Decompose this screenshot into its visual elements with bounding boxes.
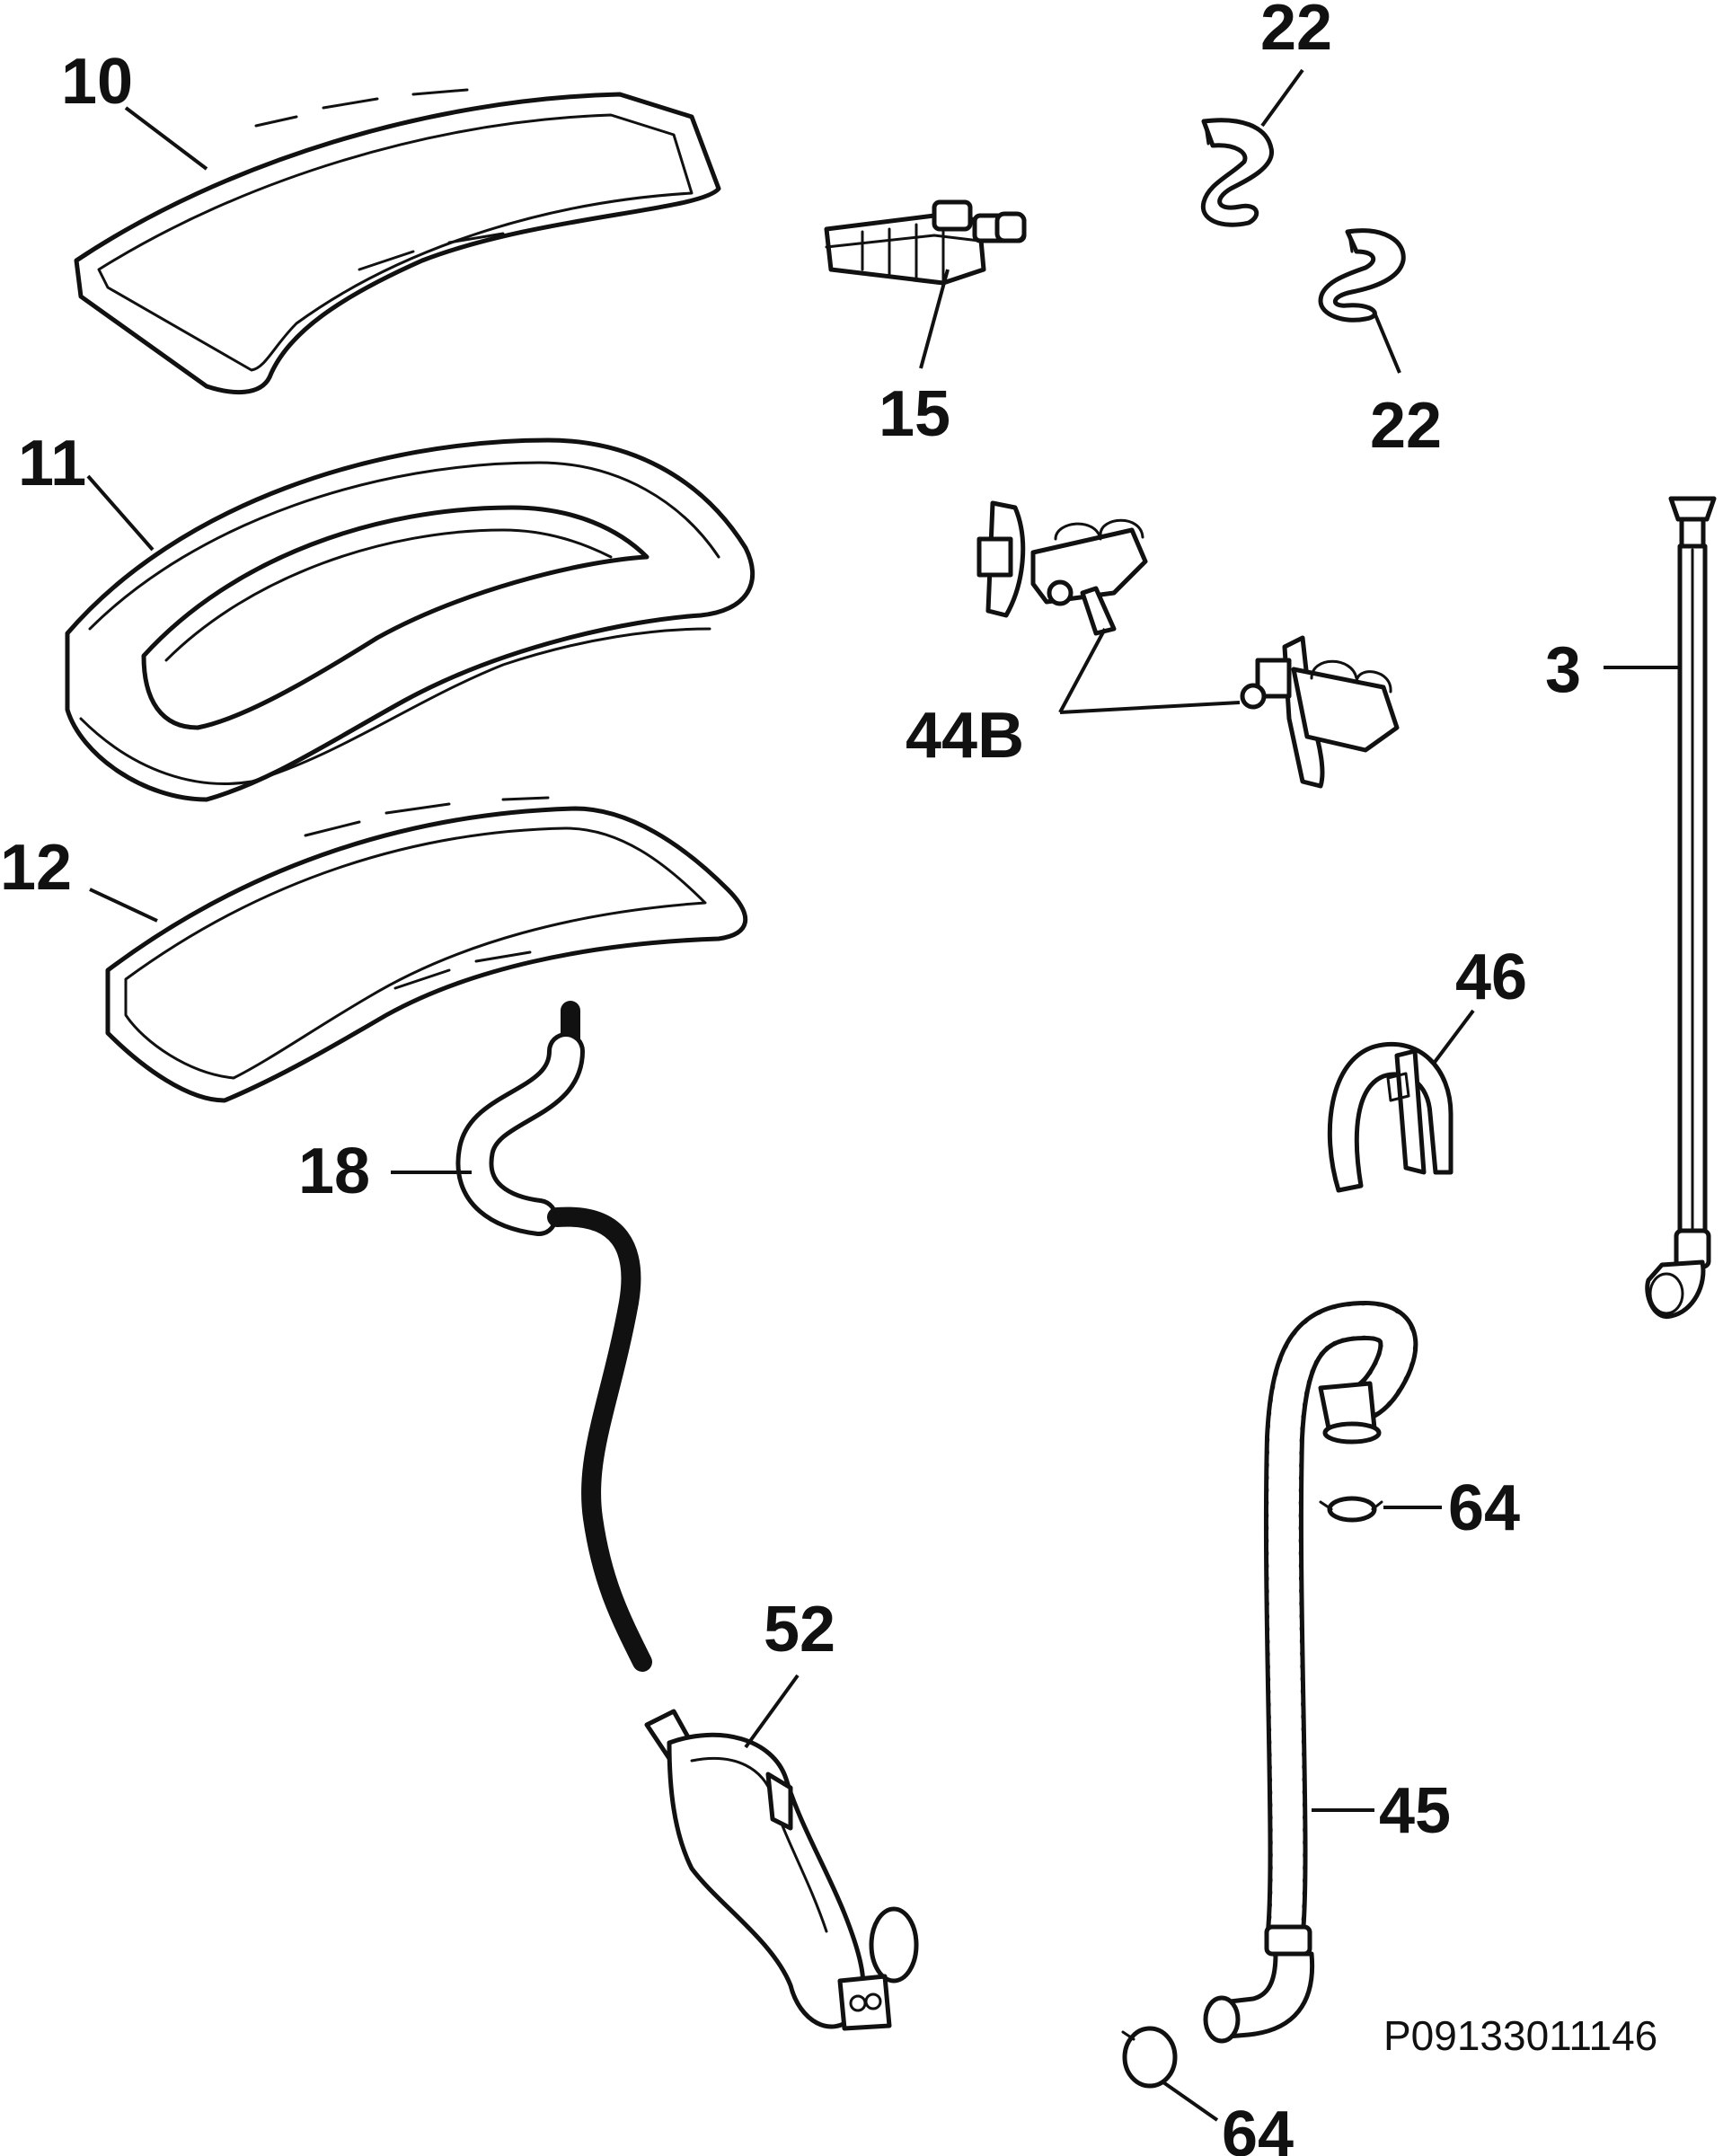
label-52: 52 <box>764 1594 835 1666</box>
leader-22a <box>1260 68 1304 128</box>
part-18-drain-hose <box>455 1001 652 1672</box>
leader-15 <box>919 269 950 369</box>
part-22-short-hose-lower <box>1318 228 1406 323</box>
label-3: 3 <box>1545 634 1581 706</box>
part-11-door-seal <box>65 437 755 802</box>
leader-64b <box>1162 2081 1219 2122</box>
part-64-clamp-ring-bottom <box>1121 2026 1178 2089</box>
label-10: 10 <box>61 46 133 118</box>
label-12: 12 <box>0 832 72 904</box>
leader-22b <box>1373 312 1401 374</box>
label-18: 18 <box>298 1135 370 1207</box>
part-3-rod-hose <box>1645 496 1717 1319</box>
leader-12 <box>89 888 158 923</box>
part-15-valve-assembly <box>824 199 1027 286</box>
leader-44b-a <box>1058 628 1107 713</box>
part-22-short-hose-upper <box>1200 118 1274 227</box>
part-10-gasket-frame <box>74 88 721 395</box>
leader-52 <box>744 1674 800 1749</box>
label-64b: 64 <box>1222 2099 1294 2156</box>
part-45-corrugated-hose <box>1203 1300 1418 2044</box>
part-44b-clip-bracket-upper <box>976 500 1148 636</box>
part-52-sump-housing <box>644 1709 919 2031</box>
label-15: 15 <box>879 378 950 450</box>
label-46: 46 <box>1455 941 1527 1013</box>
leader-11 <box>86 474 155 552</box>
label-11: 11 <box>18 428 86 499</box>
label-45: 45 <box>1379 1775 1451 1847</box>
part-12-gasket-frame <box>105 796 748 1103</box>
diagram-code: P09133011146 <box>1383 2012 1657 2059</box>
leader-44b-b <box>1059 701 1241 714</box>
label-44b: 44B <box>906 700 1024 772</box>
label-22a: 22 <box>1260 0 1332 64</box>
part-44b-clip-bracket-lower <box>1240 635 1400 789</box>
leader-10 <box>124 106 208 171</box>
leader-46 <box>1431 1009 1475 1066</box>
part-64-clamp-ring-mid <box>1319 1496 1383 1523</box>
label-64a: 64 <box>1448 1472 1520 1544</box>
part-46-hose-clip <box>1327 1041 1454 1193</box>
label-22b: 22 <box>1370 390 1442 462</box>
